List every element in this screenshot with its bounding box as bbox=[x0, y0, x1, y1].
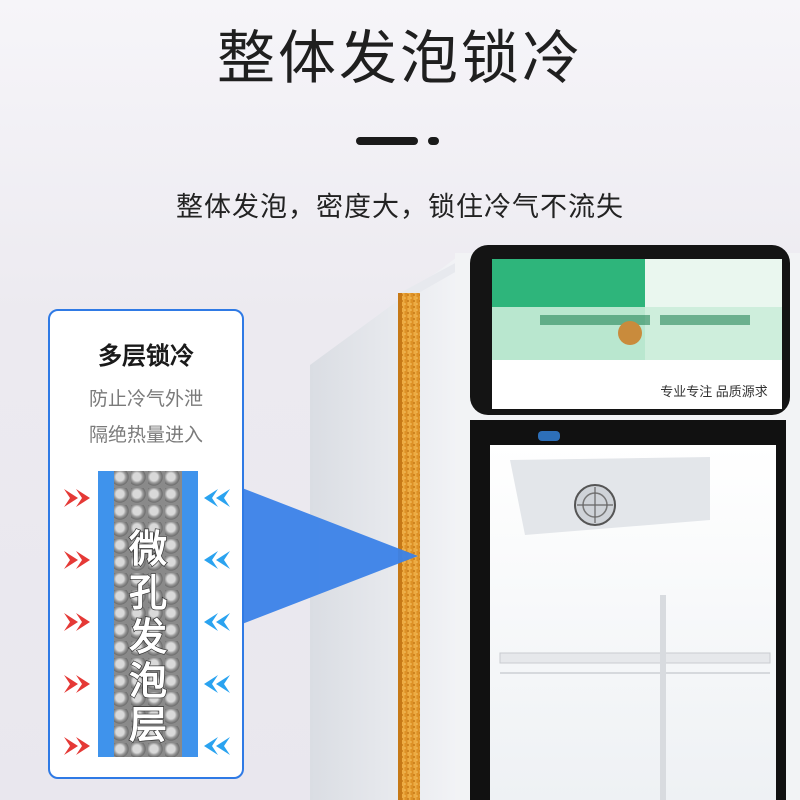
cold-arrow-icon bbox=[204, 737, 230, 755]
card-line-prevent-leak: 防止冷气外泄 bbox=[88, 388, 203, 410]
divider-long bbox=[356, 137, 418, 145]
cold-arrow-icon bbox=[204, 675, 230, 693]
divider-dot bbox=[428, 137, 439, 145]
card-line-block-heat: 隔绝热量进入 bbox=[88, 424, 203, 446]
foam-insulation-strip bbox=[398, 293, 420, 800]
feature-subline: 整体发泡，密度大，锁住冷气不流失 bbox=[176, 192, 624, 223]
shelf-upper bbox=[499, 652, 771, 664]
outer-wall-layer bbox=[182, 471, 198, 757]
foam-label-char: 孔 bbox=[128, 570, 167, 615]
feature-headline: 整体发泡锁冷 bbox=[216, 24, 583, 92]
foam-label-char: 发 bbox=[128, 614, 167, 659]
foam-layer-label: 微 孔 发 泡 层 bbox=[114, 526, 182, 747]
logo-badge bbox=[538, 431, 560, 441]
inner-wall-layer bbox=[98, 471, 114, 757]
heat-arrow-icon bbox=[64, 613, 90, 631]
lightbox-sign-text: 专业专注 品质源求 bbox=[660, 384, 768, 399]
cold-arrow-icon bbox=[204, 489, 230, 507]
heat-arrow-icon bbox=[64, 489, 90, 507]
heat-arrow-icon bbox=[64, 737, 90, 755]
heat-arrow-icon bbox=[64, 551, 90, 569]
cold-arrow-icon bbox=[204, 613, 230, 631]
insulation-layer-diagram: 微 孔 发 泡 层 bbox=[50, 461, 246, 771]
foam-label-char: 泡 bbox=[128, 658, 167, 703]
cold-arrow-icon bbox=[204, 551, 230, 569]
microporous-foam-layer bbox=[114, 471, 182, 757]
callout-pointer bbox=[242, 488, 418, 624]
foam-label-char: 微 bbox=[128, 526, 167, 571]
heat-arrow-icon bbox=[64, 675, 90, 693]
card-title: 多层锁冷 bbox=[98, 342, 194, 370]
foam-label-char: 层 bbox=[128, 702, 167, 747]
insulation-info-card: 多层锁冷 防止冷气外泄 隔绝热量进入 微 孔 发 泡 层 bbox=[48, 309, 244, 779]
cabinet-side bbox=[310, 255, 465, 800]
refrigerator-illustration: 专业专注 品质源求 bbox=[310, 245, 800, 800]
